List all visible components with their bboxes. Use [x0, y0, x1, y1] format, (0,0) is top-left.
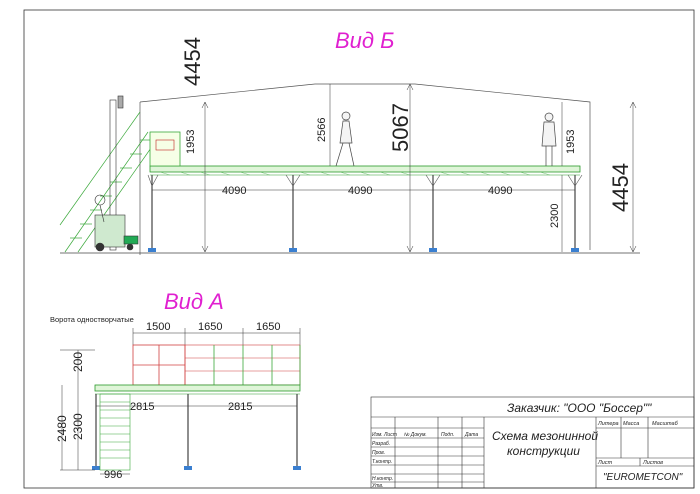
dim-height-left: 4454 [180, 37, 205, 86]
gate-label: Ворота одностворчатые [50, 315, 134, 324]
span-dim-2: 4090 [348, 185, 372, 197]
dim-2300-b: 2300 [549, 204, 561, 228]
column-braces [147, 174, 583, 187]
scheme-title-line1: Схема мезонинной [492, 429, 598, 443]
col-izm: Изм. [372, 432, 383, 438]
col-list: Лист [383, 432, 397, 438]
top-dim-1: 1500 [146, 321, 170, 333]
cabinet-label [155, 139, 175, 151]
scheme-title-line2: конструкции [507, 444, 580, 458]
view-a-deck [94, 384, 301, 392]
view-b-dim-lines [201, 83, 637, 253]
person-standing [541, 112, 557, 166]
view-a-title: Вид А [164, 289, 224, 314]
view-a-column-bases [92, 466, 301, 470]
hdr-litera: Литера [597, 421, 619, 427]
dim-200: 200 [71, 352, 85, 372]
row-utv: Утв. [372, 483, 383, 489]
col-sign: Подп. [441, 432, 454, 438]
top-dim-3: 1650 [256, 321, 280, 333]
platform-truss [159, 171, 551, 176]
railing-posts [213, 345, 301, 385]
dim-height-right: 4454 [608, 163, 633, 212]
bottom-dim-2: 2815 [228, 401, 252, 413]
customer-text: Заказчик: "ООО "Боссер"" [507, 401, 652, 415]
stacker-machine [94, 95, 139, 252]
view-a-top-dim-lines [132, 328, 301, 345]
span-dim-3: 4090 [488, 185, 512, 197]
single-leaf-gate [132, 344, 186, 386]
row-prov: Пров. [372, 450, 385, 456]
dim-2300-a: 2300 [71, 413, 85, 440]
company-name: "EUROMETCON" [603, 472, 683, 483]
row-razrab: Разраб. [372, 441, 390, 447]
dim-1953-left: 1953 [185, 130, 197, 154]
person-walking [335, 111, 355, 167]
building-outline [139, 83, 591, 250]
column-bases [148, 248, 579, 252]
dim-1953-right: 1953 [565, 130, 577, 154]
col-date: Дата [464, 432, 478, 438]
view-b-stair [59, 111, 159, 253]
col-doc: № Докум. [404, 432, 427, 438]
platform-deck [149, 165, 581, 173]
dim-2566: 2566 [316, 118, 328, 142]
title-block-frame [370, 396, 695, 489]
view-a-columns [95, 394, 298, 470]
hdr-masshtab: Масштаб [652, 421, 679, 427]
view-a-vertical-dim-lines [60, 349, 95, 471]
bottom-dim-1: 2815 [130, 401, 154, 413]
view-a-stair [99, 393, 131, 471]
span-dim-1: 4090 [222, 185, 246, 197]
dim-5067: 5067 [388, 103, 413, 152]
hdr-list: Лист [597, 460, 613, 466]
storage-cabinet [149, 131, 181, 167]
view-a-railing [184, 344, 301, 386]
top-dim-2: 1650 [198, 321, 222, 333]
sheet-frame [23, 9, 695, 489]
dim-996: 996 [104, 469, 122, 481]
hdr-massa: Масса [623, 421, 639, 427]
row-tkontr: Т.контр. [372, 459, 392, 465]
dim-2480: 2480 [55, 415, 69, 442]
hdr-listov: Листов [642, 460, 663, 466]
view-b-title: Вид Б [335, 28, 395, 53]
row-nkontr: Н.контр. [372, 476, 393, 482]
columns [151, 175, 576, 252]
